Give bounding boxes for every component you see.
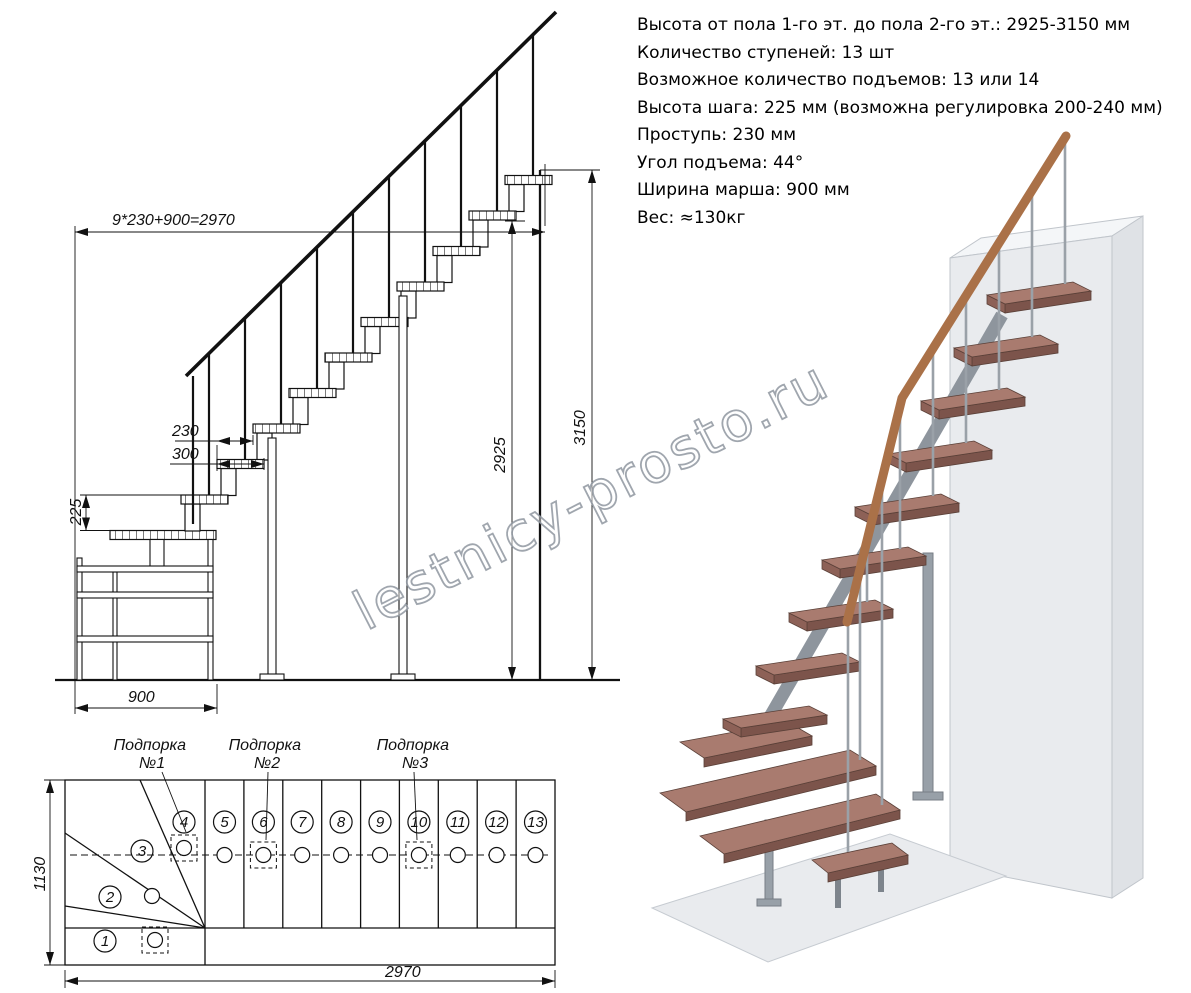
handrail-line (184, 10, 558, 378)
floor-and-wall-lines (55, 169, 620, 682)
support-labels: Подпорка №1 Подпорка №2 Подпорка №3 (114, 737, 454, 841)
step-number: 2 (105, 889, 115, 906)
elevation-dimensions: 9*230+900=2970 230 300 225 2925 3150 900 (68, 164, 600, 714)
dim-rise: 2925 (492, 437, 509, 474)
support-3-footprint (405, 841, 433, 869)
support-label-3-word: Подпорка (377, 737, 449, 754)
platform-structure (76, 529, 217, 681)
dim-entry-width: 900 (128, 689, 155, 706)
elevation-drawing: 9*230+900=2970 230 300 225 2925 3150 900 (55, 10, 620, 714)
support-label-1-word: Подпорка (114, 737, 186, 754)
step-number: 6 (259, 814, 268, 831)
step-number: 13 (527, 814, 544, 831)
spec-line-rise-count: Возможное количество подъемов: 13 или 14 (637, 70, 1040, 90)
render-handrail (842, 131, 1071, 627)
plan-outline (64, 779, 556, 966)
step-number: 9 (376, 814, 385, 831)
spec-line-march-width: Ширина марша: 900 мм (637, 180, 850, 200)
step-number: 3 (138, 843, 147, 860)
plan-dimensions: 1130 2970 (32, 779, 556, 988)
dim-plan-length: 2970 (384, 964, 421, 981)
treads-side-view (180, 174, 553, 532)
spec-line-rise-height: Высота шага: 225 мм (возможна регулировк… (637, 97, 1163, 118)
step-number: 4 (180, 814, 188, 831)
support-label-1-num: №1 (139, 755, 165, 772)
staircase-3d-render (650, 131, 1144, 963)
plan-drawing: Подпорка №1 Подпорка №2 Подпорка №3 (32, 737, 556, 988)
support-label-2-num: №2 (254, 755, 280, 772)
support-2-footprint (249, 841, 277, 869)
spec-line-tread: Проступь: 230 мм (637, 125, 797, 145)
spec-line-weight: Вес: ≈130кг (637, 207, 746, 228)
support-label-1: Подпорка №1 (114, 737, 191, 772)
step-number: 11 (450, 814, 466, 831)
render-column (922, 552, 934, 799)
plan-centerline-and-modules (70, 834, 548, 954)
dim-tread-pitch: 230 (171, 423, 199, 440)
render-floor (650, 833, 1008, 963)
dim-riser: 225 (68, 499, 85, 527)
dim-formula: 9*230+900=2970 (112, 212, 235, 229)
support-label-3: Подпорка №3 (377, 737, 454, 772)
support-label-3-num: №3 (402, 755, 428, 772)
step-number: 5 (220, 814, 229, 831)
spec-line-height-range: Высота от пола 1-го эт. до пола 2-го эт.… (637, 15, 1131, 35)
spec-line-step-count: Количество ступеней: 13 шт (637, 42, 895, 63)
support-label-2: Подпорка №2 (229, 737, 306, 772)
dim-total-height: 3150 (572, 410, 589, 446)
support-label-2-word: Подпорка (229, 737, 301, 754)
dim-tread-depth: 300 (172, 446, 199, 463)
spec-line-angle: Угол подъема: 44° (637, 152, 804, 173)
entry-support-footprint (141, 926, 169, 954)
step-numbers: 1 2 3 4 5 6 7 8 9 10 11 12 13 (93, 810, 548, 953)
step-number: 10 (411, 814, 428, 831)
support-1-footprint (170, 834, 198, 862)
step-number: 1 (101, 933, 109, 950)
step-number: 8 (337, 814, 346, 831)
step-number: 12 (488, 814, 505, 831)
render-wall (949, 215, 1144, 899)
render-winder-treads (659, 721, 909, 883)
specs-panel: Высота от пола 1-го эт. до пола 2-го эт.… (637, 12, 1189, 232)
step-number: 7 (298, 814, 307, 831)
dim-plan-width: 1130 (32, 857, 49, 892)
support-posts-side-view (259, 295, 416, 681)
